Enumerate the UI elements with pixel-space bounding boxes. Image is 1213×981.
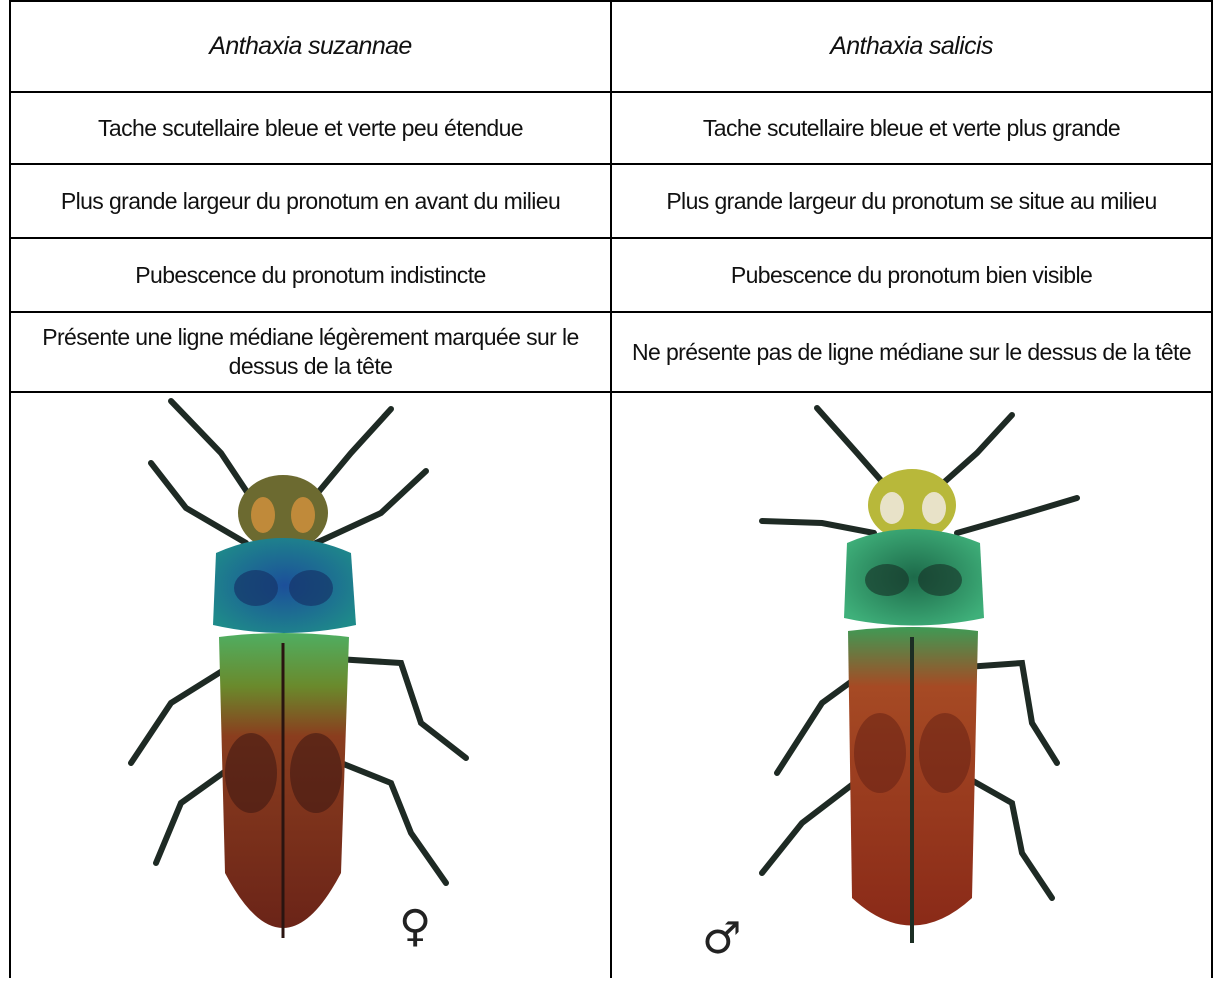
species-heading-suzannae: Anthaxia suzannae xyxy=(9,0,612,93)
photo-cell-salicis: ♂ xyxy=(610,391,1213,978)
beetle-photo-suzannae: ♀ xyxy=(11,393,610,978)
species-heading-salicis: Anthaxia salicis xyxy=(610,0,1213,93)
trait-cell: Présente une ligne médiane légèrement ma… xyxy=(9,311,612,393)
table-row: Pubescence du pronotum indistincte Pubes… xyxy=(9,237,1213,313)
photo-row: ♀ xyxy=(9,391,1213,978)
trait-cell: Ne présente pas de ligne médiane sur le … xyxy=(610,311,1213,393)
trait-cell: Pubescence du pronotum bien visible xyxy=(610,237,1213,313)
table-header-row: Anthaxia suzannae Anthaxia salicis xyxy=(9,0,1213,93)
comparison-table: Anthaxia suzannae Anthaxia salicis Tache… xyxy=(9,0,1213,978)
table-row: Présente une ligne médiane légèrement ma… xyxy=(9,311,1213,393)
table-row: Tache scutellaire bleue et verte peu éte… xyxy=(9,91,1213,165)
beetle-male-illustration: ♂ xyxy=(702,405,1080,964)
photo-cell-suzannae: ♀ xyxy=(9,391,612,978)
trait-cell: Pubescence du pronotum indistincte xyxy=(9,237,612,313)
trait-cell: Tache scutellaire bleue et verte plus gr… xyxy=(610,91,1213,165)
trait-cell: Plus grande largeur du pronotum en avant… xyxy=(9,163,612,239)
male-symbol: ♂ xyxy=(702,913,741,964)
table-row: Plus grande largeur du pronotum en avant… xyxy=(9,163,1213,239)
beetle-photo-salicis: ♂ xyxy=(612,393,1211,978)
female-symbol: ♀ xyxy=(399,901,431,952)
beetle-female-illustration: ♀ xyxy=(128,398,469,952)
trait-cell: Plus grande largeur du pronotum se situe… xyxy=(610,163,1213,239)
trait-cell: Tache scutellaire bleue et verte peu éte… xyxy=(9,91,612,165)
